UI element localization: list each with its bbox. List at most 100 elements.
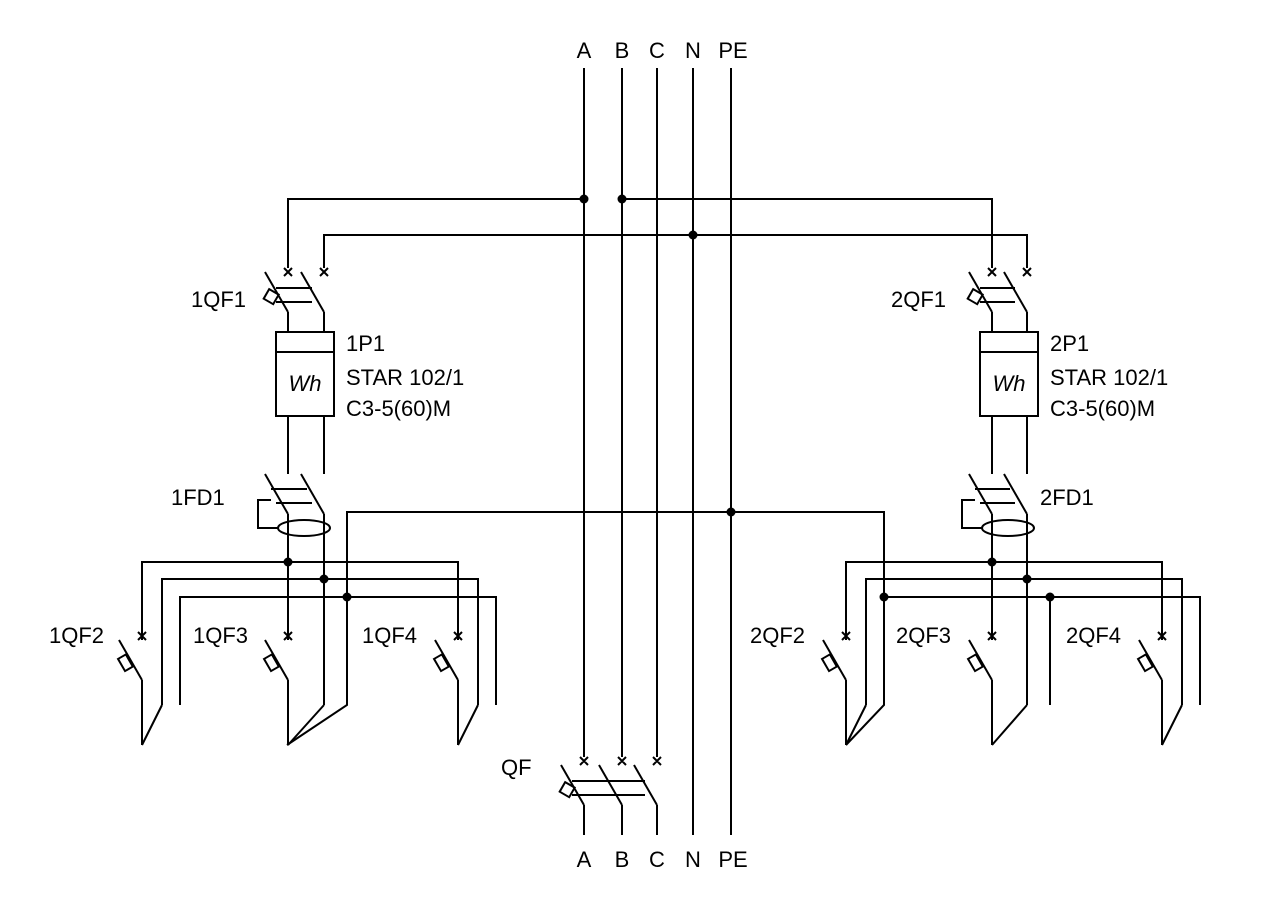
junction-n [688,230,698,240]
label-1qf1: 1QF1 [191,287,246,312]
junction-b [617,194,627,204]
right-branch-2 [966,631,1028,746]
label-1fd1: 1FD1 [171,485,225,510]
rcd-sensor-loop [257,499,278,529]
label-1qf2: 1QF2 [49,623,104,648]
pe-left-feed [286,511,731,746]
trip-coil [116,653,135,673]
label-1qf4: 1QF4 [362,623,417,648]
dist-l-pe [179,596,497,705]
right-branch-3 [1136,631,1183,746]
trip-coil [820,653,839,673]
trip-coil [262,287,281,306]
bus-label-b-top: B [615,38,630,63]
tap-neutral [323,234,1028,268]
label-1p1: 1P1 [346,331,385,356]
rcd-blade-2 [1003,473,1028,515]
bus-label-pe-top: PE [718,38,747,63]
rcd-blade-2 [300,473,325,515]
trip-coil [966,653,985,673]
right-meter: Wh [979,331,1039,474]
outgoing-cable [991,704,1028,746]
blade [118,639,143,681]
left-main-breaker [262,267,329,332]
meter-model-right: STAR 102/1 [1050,365,1168,390]
feeder-taps [287,194,1028,268]
bus-label-a-bottom: A [577,847,592,872]
trip-coil [262,653,281,673]
junction-pe [726,507,736,517]
trip-coil [966,287,985,306]
bus-label-b-bottom: B [615,847,630,872]
meter-model-left: STAR 102/1 [346,365,464,390]
meter-wh-symbol: Wh [289,371,322,396]
outgoing-cable [845,704,867,746]
junction [342,592,352,602]
blade [1138,639,1163,681]
right-rcd [961,473,1035,705]
qf-contact-x [579,756,662,766]
bus-label-n-top: N [685,38,701,63]
blade [968,639,993,681]
rcd-blade-1 [968,473,993,515]
label-2qf1: 2QF1 [891,287,946,312]
label-2qf2: 2QF2 [750,623,805,648]
right-branch-1 [820,631,867,746]
right-feeder: 2QF1 Wh 2P1 STAR 102/1 C3-5(60)M 2FD1 [750,267,1201,746]
contact-x [841,631,851,641]
blade [264,639,289,681]
bus-labels-top: A B C N PE [577,38,748,63]
contact-x [987,631,997,641]
left-meter: Wh [275,331,335,474]
input-breaker-qf [558,756,662,835]
tap-phase-b-right [622,198,993,268]
junction [1045,592,1055,602]
meter-rating-left: C3-5(60)M [346,396,451,421]
contact-x [453,631,463,641]
outgoing-cable [1161,704,1183,746]
qf-trip-coil [558,780,577,799]
left-branch-3 [432,631,479,746]
pe-right-feed [731,511,885,746]
rcd-blade-1 [264,473,289,515]
junction [879,592,889,602]
breaker-contact-x [283,267,329,277]
dist-r-phase [845,561,1163,640]
meter-box [275,331,335,417]
blade [434,639,459,681]
contact-x [137,631,147,641]
outgoing-cable [287,704,325,746]
label-2fd1: 2FD1 [1040,485,1094,510]
breaker-blade-1 [968,271,993,313]
meter-box [979,331,1039,417]
label-1qf3: 1QF3 [193,623,248,648]
bus-label-c-top: C [649,38,665,63]
left-distribution [141,557,497,705]
dist-l-phase [141,561,459,640]
left-rcd [257,473,331,705]
contact-x [283,631,293,641]
dist-r-pe [1049,596,1201,705]
tap-phase-a-left [287,198,584,268]
qf-blade-b [598,764,623,806]
label-2qf4: 2QF4 [1066,623,1121,648]
rcd-current-transformer [981,519,1035,537]
junction [283,557,293,567]
breaker-blade-2 [300,271,325,313]
breaker-contact-x [987,267,1032,277]
rcd-current-transformer [277,519,331,537]
junction [987,557,997,567]
contact-x [1157,631,1167,641]
bus-label-pe-bottom: PE [718,847,747,872]
junction [319,574,329,584]
bus-label-c-bottom: C [649,847,665,872]
pe-conductor [286,507,885,746]
outgoing-cable [457,704,479,746]
qf-blade-a [560,764,585,806]
label-2p1: 2P1 [1050,331,1089,356]
bus-label-a-top: A [577,38,592,63]
breaker-blade-1 [264,271,289,313]
bus-labels-bottom: A B C N PE [577,847,748,872]
label-2qf3: 2QF3 [896,623,951,648]
